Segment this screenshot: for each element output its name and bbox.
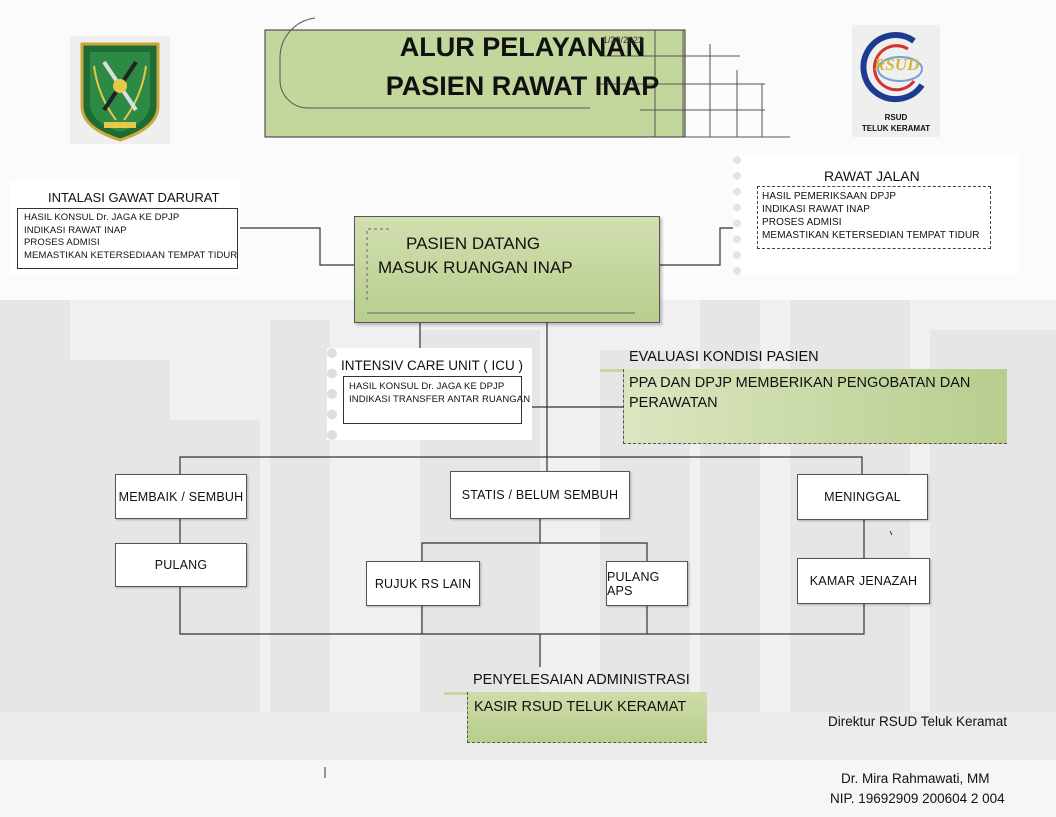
igd-item: MEMASTIKAN KETERSEDIAAN TEMPAT TIDUR <box>24 249 238 261</box>
signature-name: Dr. Mira Rahmawati, MM <box>841 771 990 786</box>
admin-title-bar <box>444 692 474 695</box>
rawat-jalan-item: MEMASTIKAN KETERSEDIAN TEMPAT TIDUR <box>762 230 980 241</box>
rsud-logo-mark <box>860 32 925 103</box>
patient-arrival-box: PASIEN DATANG MASUK RUANGAN INAP <box>354 216 660 323</box>
igd-panel: INTALASI GAWAT DARURAT HASIL KONSUL Dr. … <box>10 180 240 275</box>
date-label: 1/30/2023 <box>603 35 644 45</box>
rawat-jalan-item: HASIL PEMERIKSAAN DPJP <box>762 191 897 202</box>
rawat-jalan-item: PROSES ADMISI <box>762 217 842 228</box>
icu-item: INDIKASI TRANSFER ANTAR RUANGAN <box>349 393 531 405</box>
admin-body: KASIR RSUD TELUK KERAMAT <box>474 699 687 715</box>
page-title: ALUR PELAYANAN PASIEN RAWAT INAP <box>265 28 780 106</box>
kamar-jenazah-box: KAMAR JENAZAH <box>797 558 930 604</box>
evaluation-title: EVALUASI KONDISI PASIEN <box>629 349 819 365</box>
rsud-logo: RSUD RSUD TELUK KERAMAT <box>852 25 940 137</box>
rsud-caption-line-1: RSUD <box>884 113 908 122</box>
igd-list: HASIL KONSUL Dr. JAGA KE DPJP INDIKASI R… <box>17 208 238 269</box>
patient-arrival-box-decoration <box>366 228 635 314</box>
pulang-box: PULANG <box>115 543 247 587</box>
evaluation-box: PPA DAN DPJP MEMBERIKAN PENGOBATAN DAN P… <box>623 369 1007 444</box>
signature-nip: NIP. 19692909 200604 2 004 <box>830 791 1005 806</box>
rawat-jalan-list: HASIL PEMERIKSAAN DPJP INDIKASI RAWAT IN… <box>757 186 991 249</box>
igd-item: PROSES ADMISI <box>24 237 100 248</box>
signature-role: Direktur RSUD Teluk Keramat <box>828 714 1008 729</box>
pulang-aps-box: PULANG APS <box>606 561 688 606</box>
statis-box: STATIS / BELUM SEMBUH <box>450 471 630 519</box>
rawat-jalan-title: RAWAT JALAN <box>824 168 920 184</box>
evaluation-body-line-1: PPA DAN DPJP MEMBERIKAN PENGOBATAN DAN <box>629 375 971 391</box>
rsud-logo-mark-text: RSUD <box>874 55 920 74</box>
evaluation-body-line-2: PERAWATAN <box>629 395 718 411</box>
igd-item: INDIKASI RAWAT INAP <box>24 224 127 236</box>
icu-title: INTENSIV CARE UNIT ( ICU ) <box>341 358 524 373</box>
igd-title: INTALASI GAWAT DARURAT <box>48 190 220 205</box>
regional-emblem-logo <box>70 36 170 144</box>
admin-box: KASIR RSUD TELUK KERAMAT <box>467 692 707 743</box>
admin-title: PENYELESAIAN ADMINISTRASI <box>473 672 690 688</box>
patient-arrival-line-2: MASUK RUANGAN INAP <box>378 258 573 277</box>
rawat-jalan-panel: RAWAT JALAN HASIL PEMERIKSAAN DPJP INDIK… <box>733 156 1019 275</box>
meninggal-box: MENINGGAL <box>797 474 928 520</box>
icu-list: HASIL KONSUL Dr. JAGA KE DPJP INDIKASI T… <box>343 376 531 424</box>
title-line-1: ALUR PELAYANAN <box>399 32 646 62</box>
rujuk-box: RUJUK RS LAIN <box>366 561 480 606</box>
title-line-2: PASIEN RAWAT INAP <box>385 71 660 101</box>
rsud-caption-line-2: TELUK KERAMAT <box>861 124 931 133</box>
icu-item: HASIL KONSUL Dr. JAGA KE DPJP <box>349 381 505 392</box>
rawat-jalan-item: INDIKASI RAWAT INAP <box>762 204 871 215</box>
igd-item: HASIL KONSUL Dr. JAGA KE DPJP <box>24 212 180 223</box>
icu-panel: INTENSIV CARE UNIT ( ICU ) HASIL KONSUL … <box>327 348 532 440</box>
membaik-box: MEMBAIK / SEMBUH <box>115 474 247 519</box>
patient-arrival-line-1: PASIEN DATANG <box>406 234 541 253</box>
